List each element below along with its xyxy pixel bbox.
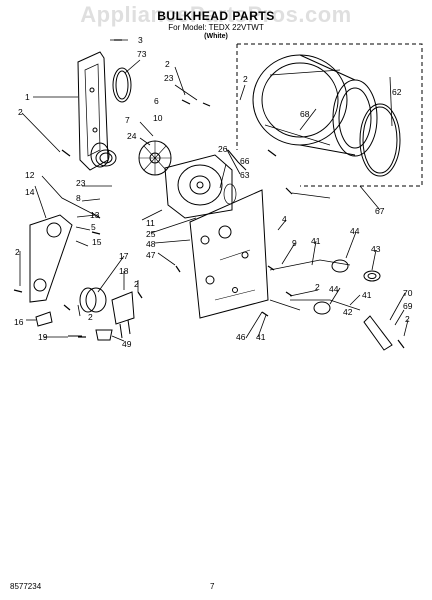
callout-label: 2 — [18, 107, 23, 117]
callout-label: 6 — [154, 96, 159, 106]
callout-label: 24 — [127, 131, 137, 141]
callout-label: 16 — [14, 317, 24, 327]
callout-label: 41 — [311, 236, 321, 246]
callout-label: 68 — [300, 109, 310, 119]
callout-label: 47 — [146, 250, 156, 260]
blower-wheel — [138, 140, 172, 176]
watermark: AppliancePartsPros.com — [80, 2, 352, 27]
callout-label: 17 — [119, 251, 129, 261]
callout-label: 2 — [134, 279, 139, 289]
callout-label: 13 — [90, 210, 100, 220]
callout-label: 23 — [164, 73, 174, 83]
callout-label: 70 — [403, 288, 413, 298]
callout-label: 43 — [371, 244, 381, 254]
callout-label: 4 — [282, 214, 287, 224]
page-number: 7 — [210, 582, 215, 591]
callout-label: 44 — [329, 284, 339, 294]
motor-switch — [111, 291, 135, 339]
drum-assembly — [252, 54, 378, 157]
callout-label: 66 — [240, 156, 250, 166]
callout-label: 44 — [350, 226, 360, 236]
callout-label: 49 — [122, 339, 132, 349]
doc-number: 8577234 — [10, 582, 42, 591]
callout-label: 19 — [38, 332, 48, 342]
callout-label: 69 — [403, 301, 413, 311]
screws — [13, 39, 405, 349]
door-switch-bracket — [363, 315, 393, 351]
callout-label: 1 — [25, 92, 30, 102]
callout-label: 8 — [76, 193, 81, 203]
drum-seal-ring — [359, 103, 401, 177]
callout-label: 14 — [25, 187, 35, 197]
callout-label: 3 — [138, 35, 143, 45]
callout-label: 67 — [375, 206, 385, 216]
mounting-bracket — [35, 311, 53, 327]
front-bulkhead-panel — [189, 189, 269, 319]
motor — [79, 287, 107, 313]
clip — [95, 329, 113, 341]
diagram-title: BULKHEAD PARTS — [157, 9, 275, 23]
callout-label: 2 — [88, 312, 93, 322]
gasket — [112, 67, 132, 103]
callout-label: 2 — [405, 314, 410, 324]
callout-label: 42 — [343, 307, 353, 317]
callout-label: 62 — [392, 87, 402, 97]
callout-label: 2 — [243, 74, 248, 84]
callout-label: 2 — [165, 59, 170, 69]
callout-label: 9 — [292, 238, 297, 248]
callout-label: 73 — [137, 49, 147, 59]
callout-label: 46 — [236, 332, 246, 342]
callout-label: 10 — [153, 113, 163, 123]
model-subtitle: For Model: TEDX 22VTWT — [168, 23, 264, 32]
callout-label: 25 — [146, 229, 156, 239]
callout-label: 2 — [15, 247, 20, 257]
exhaust-hose — [227, 149, 247, 171]
bearing-housing — [95, 149, 117, 167]
callout-label: 15 — [92, 237, 102, 247]
color-note: (White) — [204, 33, 228, 40]
callout-label: 11 — [146, 218, 155, 228]
blower-housing — [164, 154, 233, 219]
drum-group-dashed-outline — [237, 43, 423, 187]
bulkhead-back-panel — [77, 51, 109, 171]
callout-label: 63 — [240, 170, 250, 180]
callout-label: 26 — [218, 144, 228, 154]
thermal-fuse-44 — [313, 259, 349, 315]
callout-label: 48 — [146, 239, 156, 249]
callout-label: 41 — [256, 332, 266, 342]
callout-label: 23 — [76, 178, 86, 188]
callout-label: 12 — [25, 170, 35, 180]
cycling-thermostat-43 — [363, 270, 381, 282]
callout-labels: 1 2 3 73 2 23 7 24 6 10 2 26 66 63 68 62… — [14, 35, 413, 349]
callout-label: 18 — [119, 266, 129, 276]
callout-label: 2 — [315, 282, 320, 292]
drive-belt-idler — [29, 214, 73, 303]
callout-label: 5 — [91, 222, 96, 232]
callout-label: 7 — [125, 115, 130, 125]
wire-harness — [269, 259, 361, 311]
callout-label: 41 — [362, 290, 372, 300]
